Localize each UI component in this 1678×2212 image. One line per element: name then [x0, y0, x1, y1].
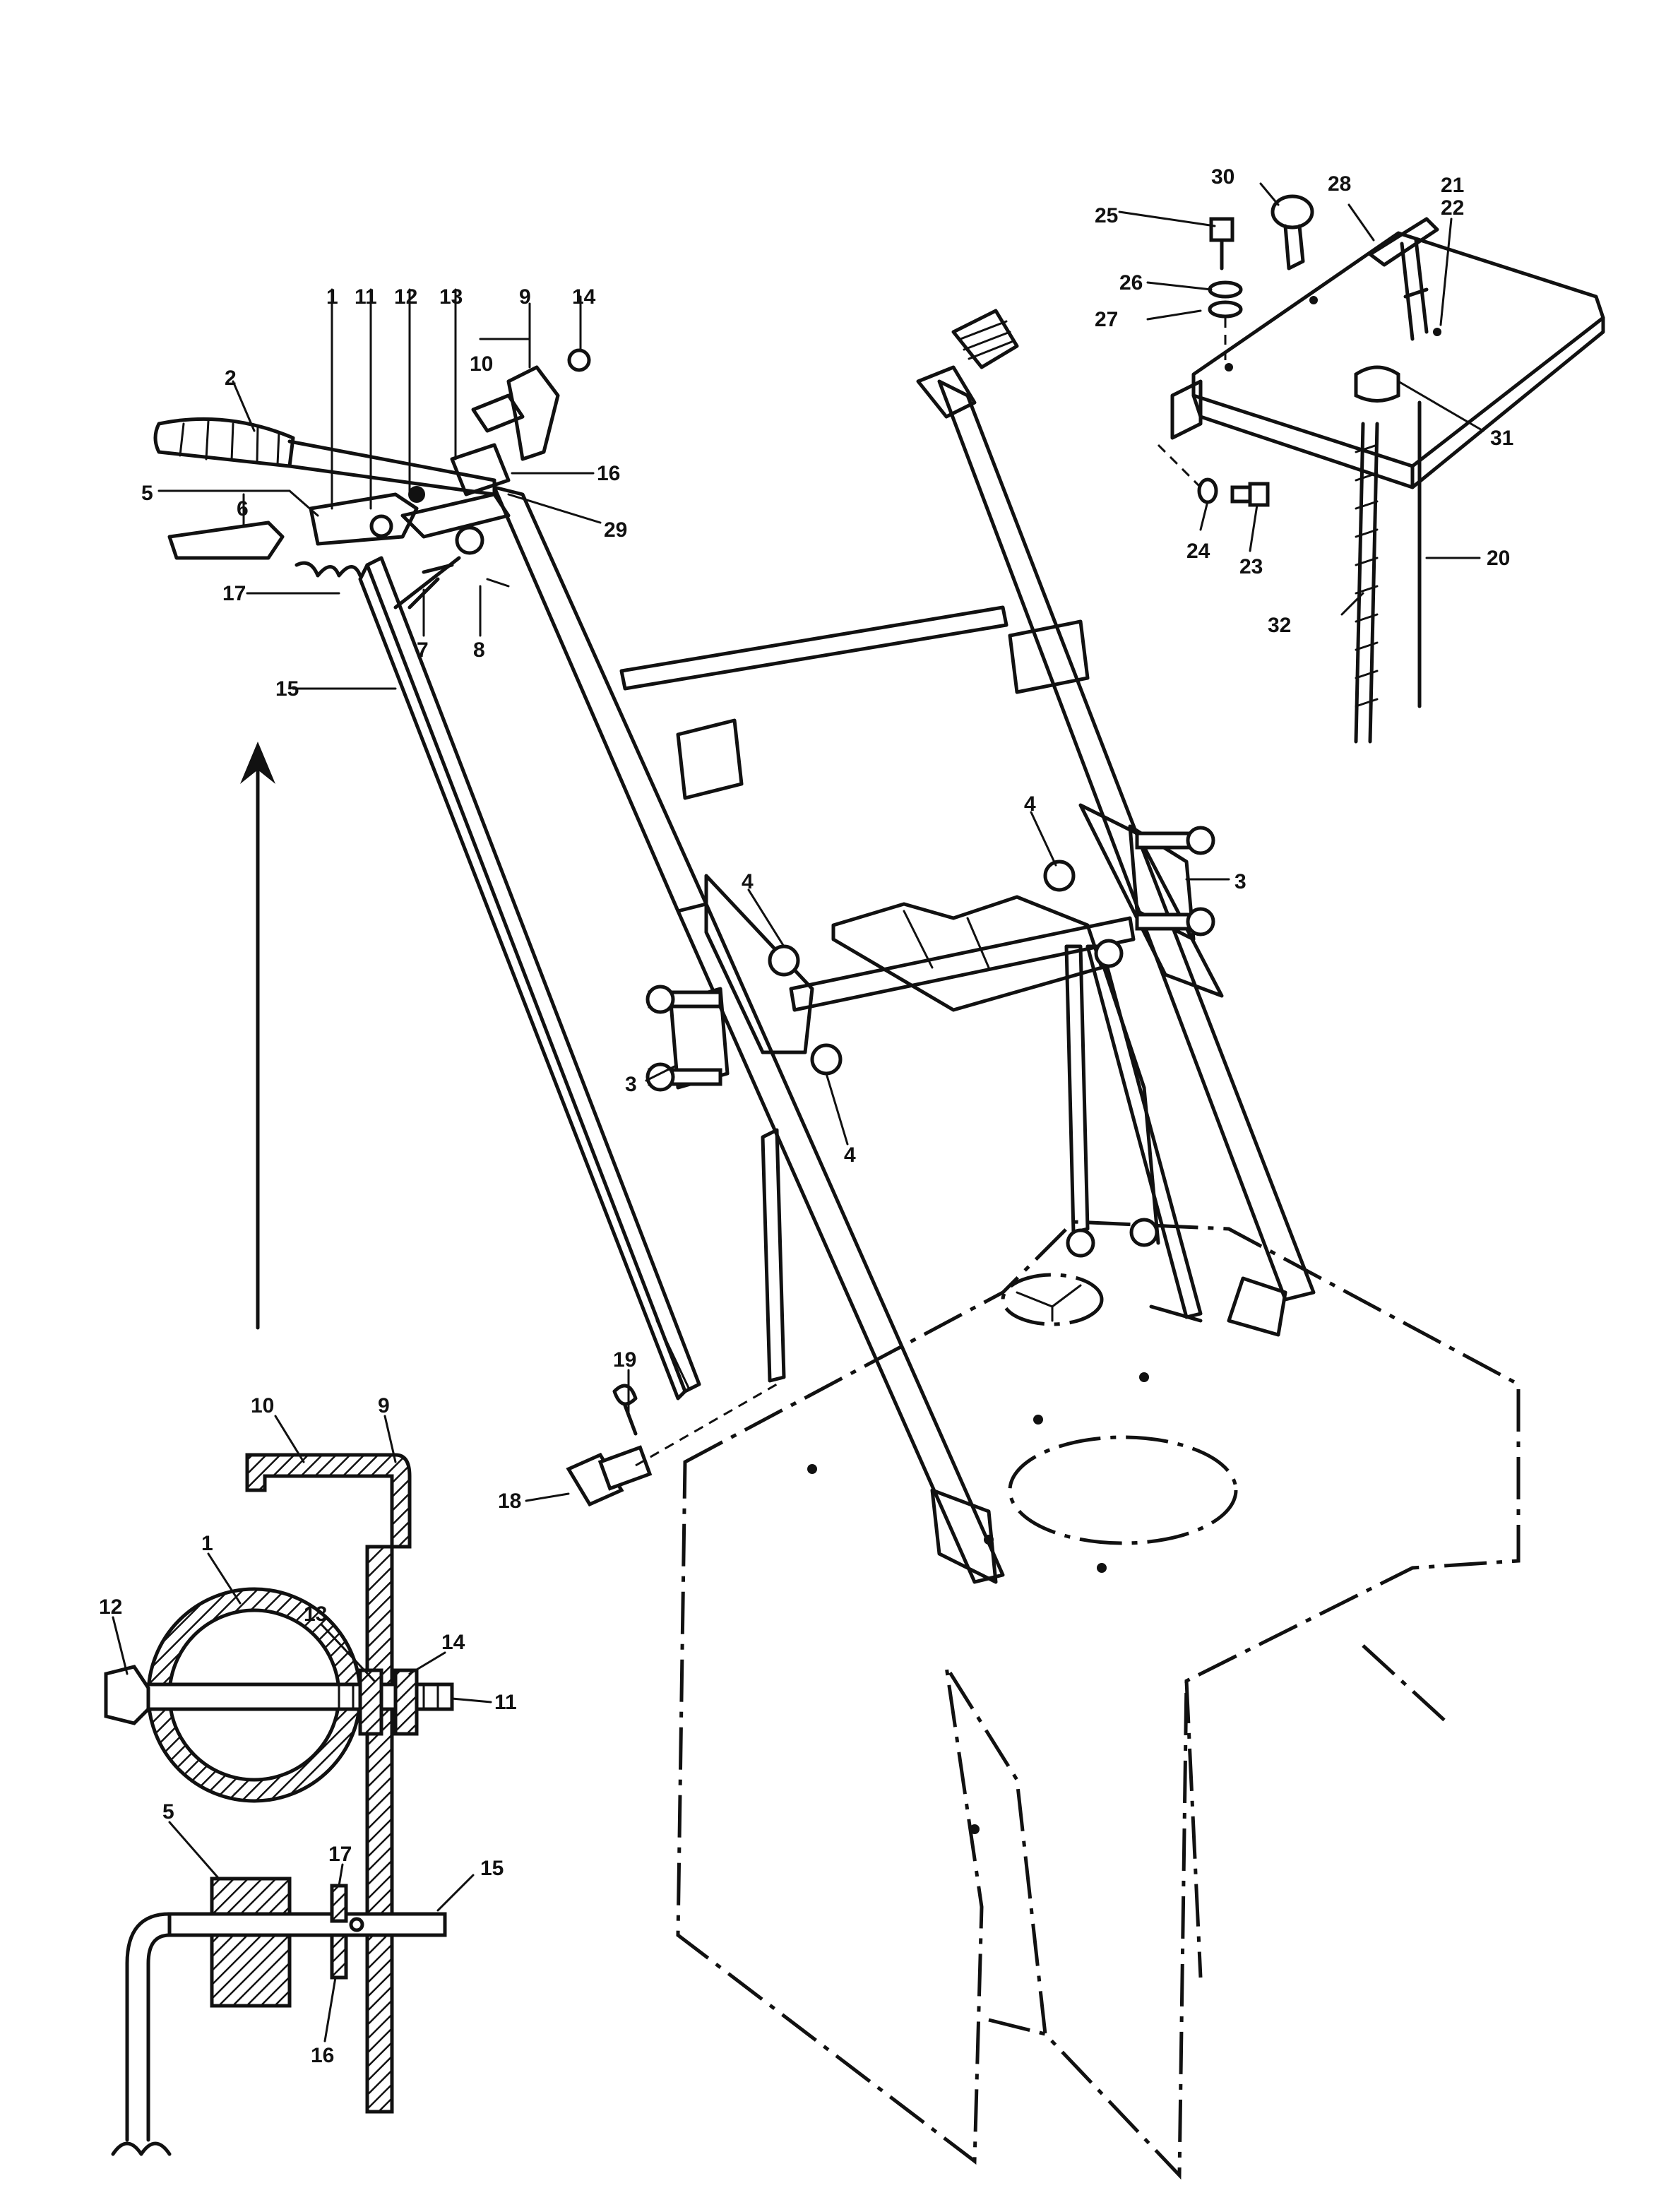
callout-17: 17: [222, 582, 246, 605]
callout-1: 1: [326, 285, 338, 309]
callout-22: 22: [1441, 196, 1464, 220]
callout-28: 28: [1328, 172, 1351, 196]
callout-labels: 1 2 3 3 4 4 4 5 6 7 8 9 10 11 12 13 14 1…: [141, 165, 1513, 1513]
key-part-30: [1271, 194, 1314, 270]
callout-18: 18: [498, 1489, 521, 1513]
hardware-parts-23-27: [1157, 217, 1270, 507]
callout-10: 10: [470, 352, 493, 376]
callout-23: 23: [1239, 555, 1263, 578]
frame-cross-bars: [619, 605, 1136, 1012]
mower-deck-base: [676, 1220, 1521, 2180]
nuts-part-4: [768, 860, 1159, 1258]
callout-25: 25: [1095, 204, 1118, 227]
callout-13: 13: [439, 285, 463, 309]
callout-29: 29: [604, 518, 627, 542]
detail-callout-14: 14: [441, 1631, 465, 1654]
cross-section-detail: [104, 1453, 454, 2156]
detail-callout-10: 10: [251, 1394, 274, 1417]
callout-4a: 4: [742, 870, 754, 893]
detail-callout-17: 17: [328, 1843, 352, 1866]
callout-4c: 4: [844, 1143, 856, 1167]
knob-part-18: [566, 1383, 778, 1507]
callout-3b: 3: [1234, 870, 1246, 893]
callout-16: 16: [597, 462, 620, 485]
control-rod-15: [358, 556, 701, 1401]
detail-callout-9: 9: [378, 1394, 390, 1417]
callout-31: 31: [1490, 427, 1513, 450]
frame-right-arm: [916, 309, 1316, 1337]
callout-24: 24: [1186, 540, 1210, 563]
detail-callout-11: 11: [494, 1691, 517, 1714]
callout-27: 27: [1095, 308, 1118, 331]
vertical-links: [761, 944, 1203, 1383]
callout-32: 32: [1268, 614, 1291, 637]
leader-lines: [112, 182, 1484, 2042]
detail-callout-12: 12: [99, 1595, 122, 1619]
callout-20: 20: [1487, 547, 1510, 570]
callout-9: 9: [519, 285, 531, 309]
callout-6: 6: [237, 497, 249, 521]
callout-5: 5: [141, 482, 153, 505]
detail-callout-labels: 10 9 1 12 13 14 11 5 17 15 16: [99, 1394, 517, 2067]
callout-11: 11: [355, 285, 377, 309]
direction-arrow: [240, 742, 275, 1330]
detail-callout-15: 15: [480, 1857, 504, 1880]
callout-14: 14: [572, 285, 596, 309]
callout-21: 21: [1441, 174, 1464, 197]
callout-4b: 4: [1024, 792, 1036, 816]
callout-3a: 3: [625, 1073, 637, 1096]
detail-callout-16: 16: [311, 2044, 334, 2067]
seat-plate-part-28: [1170, 217, 1605, 489]
seat-bracket: [831, 895, 1104, 1012]
clip-part-19: [612, 1384, 638, 1436]
callout-19: 19: [613, 1348, 636, 1372]
detail-callout-13: 13: [304, 1602, 327, 1626]
callout-26: 26: [1119, 271, 1143, 295]
callout-7: 7: [417, 638, 429, 662]
handle-assembly: [153, 348, 591, 610]
frame-left-arm: [492, 485, 1005, 1584]
threaded-rod-32: [1354, 422, 1379, 744]
detail-callout-5: 5: [162, 1800, 174, 1824]
callout-15: 15: [275, 677, 299, 701]
bracket-3-right: [1128, 824, 1215, 941]
callout-8: 8: [473, 638, 485, 662]
callout-30: 30: [1211, 165, 1234, 189]
callout-12: 12: [394, 285, 417, 309]
callout-2: 2: [225, 367, 237, 390]
detail-callout-1: 1: [201, 1532, 213, 1555]
